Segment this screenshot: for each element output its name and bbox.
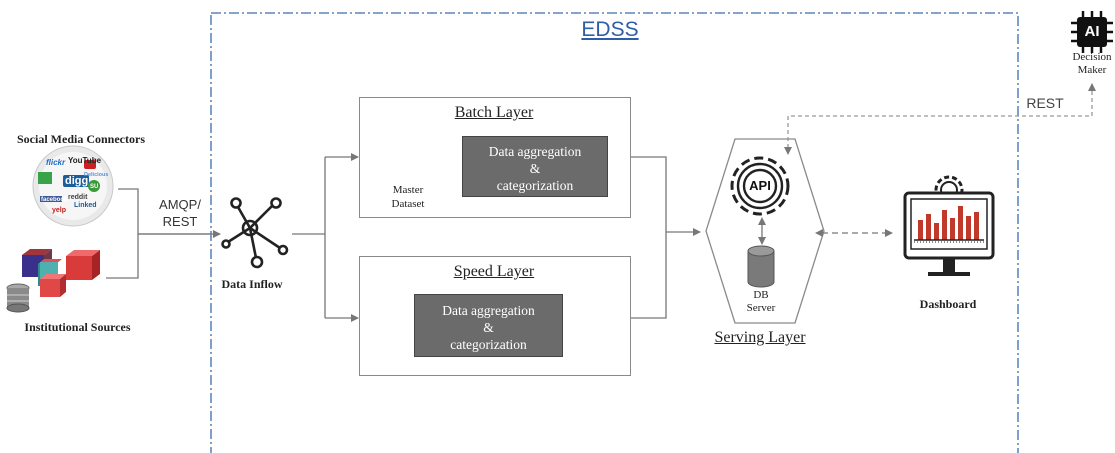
social-media-globe-icon (32, 145, 114, 227)
network-icon (221, 197, 289, 269)
decision-maker-line-2: Maker (1077, 64, 1107, 76)
batch-layer-title: Batch Layer (454, 104, 534, 121)
fork-line (292, 157, 326, 318)
speed-proc-line-2: & (483, 320, 494, 335)
speed-layer-title: Speed Layer (453, 263, 535, 280)
ai-chip-icon (1071, 11, 1113, 53)
rest-label: REST (1026, 95, 1064, 111)
decision-maker-line-1: Decision (1072, 51, 1112, 63)
batch-to-merge (630, 156, 667, 319)
svg-text:SU: SU (90, 184, 98, 190)
speed-proc-line-3: categorization (450, 337, 527, 352)
db-server-line-2: Server (746, 302, 776, 314)
svg-text:Delicious: Delicious (84, 172, 108, 178)
database-stack-icon (6, 283, 30, 313)
rest-line (784, 83, 1096, 155)
svg-text:Linked: Linked (74, 202, 97, 209)
svg-text:YouTube: YouTube (68, 156, 102, 165)
db-server-cylinder-icon (747, 245, 775, 288)
ai-chip-text: AI (1084, 23, 1100, 40)
institutional-cubes-icon (22, 249, 100, 297)
api-gear-icon (730, 156, 790, 216)
social-logo-texts: flickr YouTube digg reddit Linked facebo… (41, 156, 108, 214)
institutional-label: Institutional Sources (24, 320, 131, 334)
protocol-line-1: AMQP/ (159, 197, 201, 212)
edss-title: EDSS (581, 18, 639, 41)
dashboard-monitor-icon (903, 175, 995, 276)
batch-proc-line-2: & (529, 161, 541, 176)
protocol-label: AMQP/ REST (152, 196, 208, 230)
speed-processing-box: Data aggregation & categorization (414, 294, 563, 357)
serving-layer-title: Serving Layer (714, 329, 806, 346)
batch-processing-box: Data aggregation & categorization (462, 136, 608, 197)
batch-proc-line-3: categorization (496, 178, 574, 193)
speed-proc-line-1: Data aggregation (442, 303, 535, 318)
svg-text:flickr: flickr (46, 158, 66, 167)
master-dataset-label: Master Dataset (378, 183, 438, 211)
api-label: API (749, 178, 771, 193)
batch-proc-line-1: Data aggregation (488, 144, 582, 159)
svg-text:yelp: yelp (52, 207, 66, 214)
master-dataset-line-2: Dataset (391, 198, 425, 210)
protocol-line-2: REST (162, 214, 198, 229)
social-media-label: Social Media Connectors (17, 132, 145, 146)
db-server-line-1: DB (753, 289, 769, 301)
institutional-connector (106, 234, 139, 279)
svg-text:digg: digg (65, 175, 88, 187)
data-inflow-label: Data Inflow (221, 277, 283, 291)
svg-text:reddit: reddit (68, 194, 88, 201)
svg-text:facebook: facebook (41, 197, 68, 203)
dashboard-label: Dashboard (919, 297, 977, 311)
edss-boundary (210, 12, 1019, 453)
decision-maker-label: Decision Maker (1062, 51, 1115, 77)
db-server-label: DB Server (735, 289, 787, 315)
master-dataset-line-1: Master (392, 184, 424, 196)
